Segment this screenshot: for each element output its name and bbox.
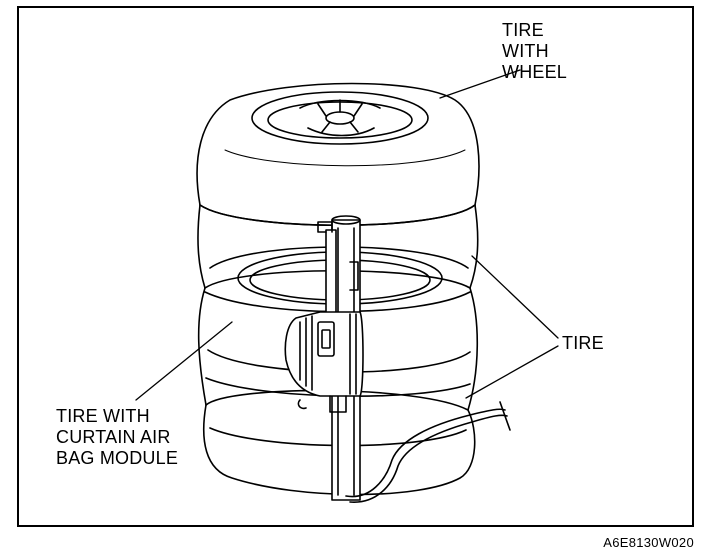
top-tire-with-wheel	[196, 82, 480, 227]
airbag-module-bracket	[284, 311, 364, 413]
leader-lines	[135, 69, 559, 401]
harness-cable	[345, 401, 511, 503]
diagram-frame	[17, 6, 694, 527]
label-tire-with-curtain-air-bag-module: TIRE WITH CURTAIN AIR BAG MODULE	[56, 406, 179, 468]
label-tire: TIRE	[562, 333, 604, 353]
figure-code: A6E8130W020	[603, 535, 694, 550]
label-tire-with-wheel: TIRE WITH WHEEL	[502, 20, 568, 82]
